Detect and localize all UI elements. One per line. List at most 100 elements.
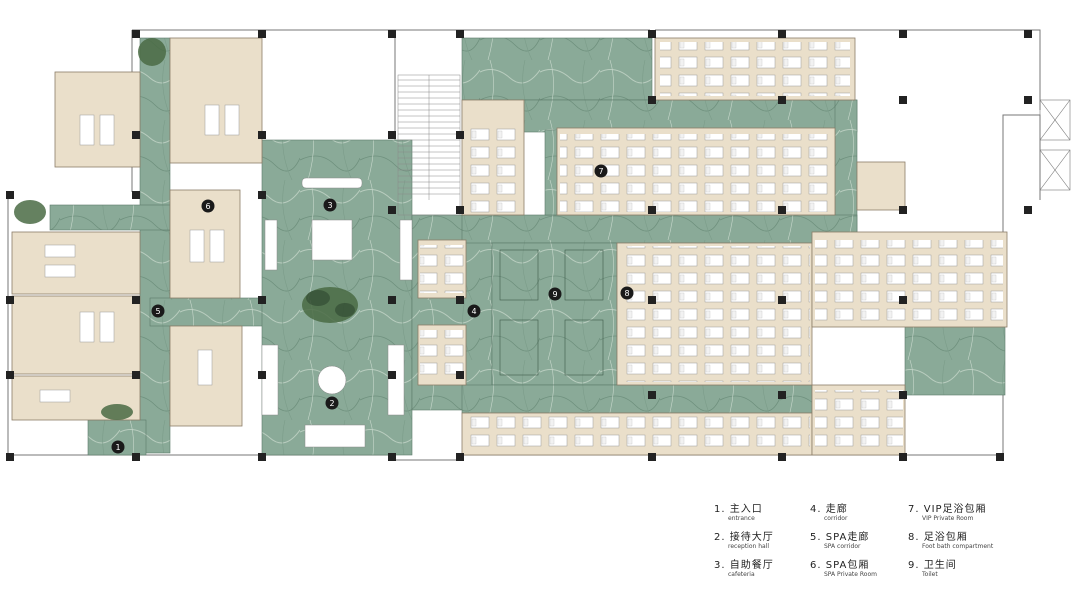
legend-cn: 自助餐厅: [729, 560, 774, 571]
spa-corridor-horizontal: [49, 204, 171, 231]
pillar: [1024, 96, 1032, 104]
marker-label: 3: [327, 201, 332, 210]
marker-label: 7: [598, 167, 603, 176]
marker-label: 1: [115, 443, 120, 452]
legend-en: SPA corridor: [824, 543, 861, 550]
legend-en: entrance: [728, 515, 755, 522]
legend-item-vip-private-room: 7. VIP足浴包厢 VIP Private Room: [908, 500, 1018, 522]
pillar: [778, 296, 786, 304]
legend-item-foot-bath: 8. 足浴包厢 Foot bath compartment: [908, 528, 1018, 550]
marker-label: 6: [205, 202, 210, 211]
marker-1: 1: [111, 440, 125, 454]
marble-floors: [49, 37, 1006, 456]
pillar: [899, 453, 907, 461]
elevator: [1039, 99, 1071, 191]
pillar: [132, 296, 140, 304]
marker-9: 9: [548, 287, 562, 301]
pillar: [258, 371, 266, 379]
legend-num: 8.: [908, 532, 920, 543]
pillar: [6, 191, 14, 199]
pillar: [132, 191, 140, 199]
marker-7: 7: [594, 164, 608, 178]
legend-cn: 接待大厅: [729, 532, 774, 543]
pillar: [258, 453, 266, 461]
marker-circle: [548, 287, 562, 301]
legend-en: VIP Private Room: [922, 515, 974, 522]
marker-circle: [323, 198, 337, 212]
pillar: [456, 296, 464, 304]
legend-en: Toilet: [922, 571, 938, 578]
structural-pillars: [6, 30, 1032, 461]
pillar: [899, 206, 907, 214]
legend: 1. 主入口 entrance 2. 接待大厅 reception hall 3…: [714, 500, 1074, 590]
marker-5: 5: [151, 304, 165, 318]
pillar: [778, 96, 786, 104]
legend-cn: 足浴包厢: [923, 532, 968, 543]
legend-num: 2.: [714, 532, 726, 543]
legend-item-spa-corridor: 5. SPA走廊 SPA corridor: [810, 528, 920, 550]
pillar: [1024, 30, 1032, 38]
pillar: [258, 131, 266, 139]
mid-corridor: [461, 214, 858, 244]
pillar: [899, 296, 907, 304]
marker-circle: [111, 440, 125, 454]
legend-en: corridor: [824, 515, 848, 522]
pillar: [388, 206, 396, 214]
marker-3: 3: [323, 198, 337, 212]
marker-circle: [594, 164, 608, 178]
furniture: [14, 38, 1003, 452]
legend-cn: SPA走廊: [825, 532, 870, 543]
marker-label: 4: [471, 307, 476, 316]
spa-room: [11, 295, 141, 375]
legend-item-corridor: 4. 走廊 corridor: [810, 500, 920, 522]
pillar: [456, 206, 464, 214]
legend-en: reception hall: [728, 543, 770, 550]
pillar: [456, 131, 464, 139]
pillar: [6, 371, 14, 379]
marker-label: 9: [552, 290, 557, 299]
pillar: [899, 391, 907, 399]
legend-num: 4.: [810, 504, 822, 515]
spa-corridor-vertical: [139, 37, 171, 454]
legend-item-cafeteria: 3. 自助餐厅 cafeteria: [714, 556, 824, 578]
pillar: [778, 30, 786, 38]
pillar: [258, 191, 266, 199]
pillar: [456, 371, 464, 379]
pillar: [388, 453, 396, 461]
pillar: [899, 96, 907, 104]
legend-en: cafeteria: [728, 571, 755, 578]
legend-cn: 主入口: [729, 504, 763, 515]
legend-item-reception-hall: 2. 接待大厅 reception hall: [714, 528, 824, 550]
marker-8: 8: [620, 286, 634, 300]
pillar: [6, 453, 14, 461]
marker-circle: [201, 199, 215, 213]
pillar: [778, 391, 786, 399]
marker-label: 8: [624, 289, 629, 298]
legend-cn: 走廊: [825, 504, 848, 515]
marker-label: 2: [329, 399, 334, 408]
vip-corridor: [544, 129, 558, 216]
top-corridor: [461, 37, 653, 101]
pillar: [648, 453, 656, 461]
marker-6: 6: [201, 199, 215, 213]
marker-circle: [467, 304, 481, 318]
spa-room: [54, 71, 141, 168]
pillar: [132, 131, 140, 139]
legend-cn: VIP足浴包厢: [923, 504, 987, 515]
pillar: [778, 206, 786, 214]
marker-circle: [620, 286, 634, 300]
legend-cn: 卫生间: [923, 560, 957, 571]
pillar: [6, 296, 14, 304]
pillar: [258, 296, 266, 304]
legend-num: 3.: [714, 560, 726, 571]
pillar: [258, 30, 266, 38]
right-lower-floor: [904, 324, 1006, 396]
pillar: [1024, 206, 1032, 214]
pillar: [388, 131, 396, 139]
pillar: [778, 453, 786, 461]
marker-label: 5: [155, 307, 160, 316]
pillar: [899, 30, 907, 38]
stairwell: [397, 74, 461, 216]
legend-num: 1.: [714, 504, 726, 515]
